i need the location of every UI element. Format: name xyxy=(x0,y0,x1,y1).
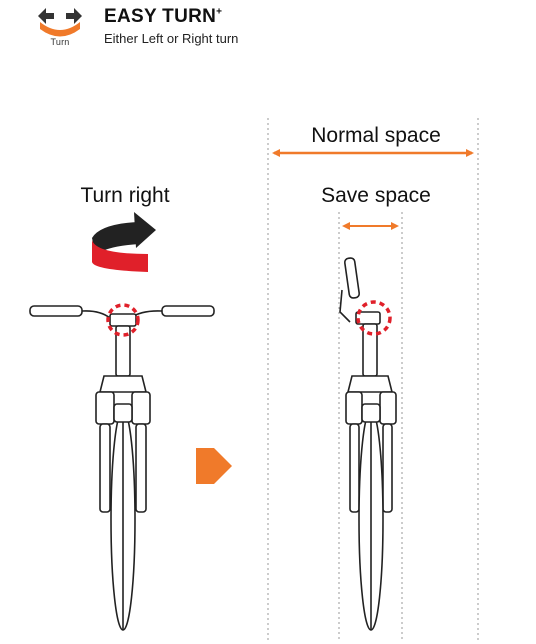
normal-space-label: Normal space xyxy=(311,124,441,147)
next-arrow-icon xyxy=(196,448,232,484)
page-title: EASY TURN+ xyxy=(104,6,222,28)
bike-front-turned xyxy=(339,257,397,631)
stem-highlight-left xyxy=(106,303,140,337)
title-text: EASY TURN xyxy=(104,6,217,27)
logo: Turn xyxy=(34,4,86,52)
turn-arrows-icon xyxy=(38,8,82,37)
turn-right-label: Turn right xyxy=(80,184,169,207)
rotate-arrow-icon xyxy=(92,212,156,272)
page-subtitle: Either Left or Right turn xyxy=(104,31,239,46)
title-mark: + xyxy=(216,6,223,18)
header: Turn EASY TURN+ Either Left or Right tur… xyxy=(0,0,536,60)
stem-highlight-right xyxy=(356,300,392,336)
logo-text: Turn xyxy=(50,37,70,47)
guide-lines xyxy=(267,118,479,640)
bike-front-normal xyxy=(29,305,215,631)
save-space-label: Save space xyxy=(321,184,431,207)
